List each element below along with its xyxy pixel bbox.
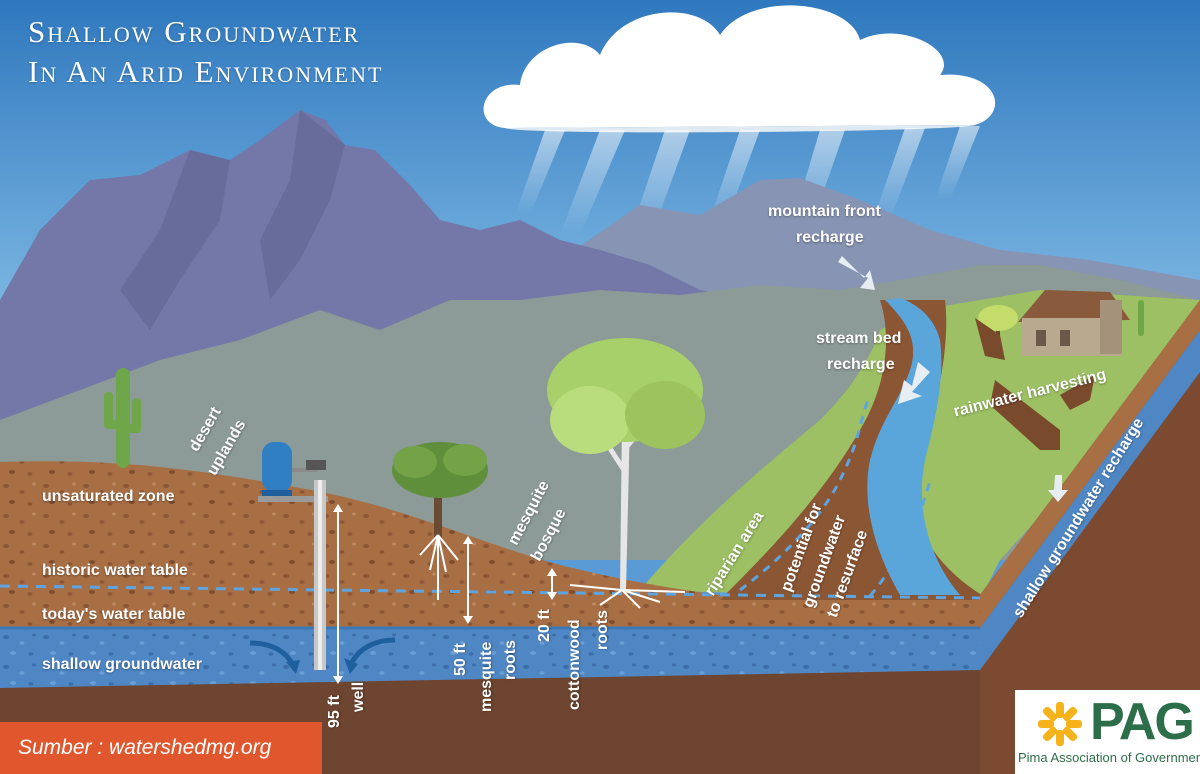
measurement-arrowheads (333, 504, 557, 684)
label-mesquite-roots-2: roots (502, 640, 519, 680)
label-cottonwood-depth: 20 ft (536, 609, 553, 642)
historic-water-table-line (0, 584, 981, 600)
mesquite-tree (392, 442, 488, 600)
label-cottonwood-roots-2: roots (594, 610, 611, 650)
side-top-edge (980, 300, 1200, 628)
label-mesquite-depth: 50 ft (452, 643, 469, 676)
house (1018, 290, 1130, 356)
title-line-2: In An Arid Environment (28, 54, 384, 89)
label-shallow-groundwater: shallow groundwater (42, 656, 203, 673)
label-well: well (350, 681, 367, 712)
stream (867, 298, 960, 595)
flow-arrowhead-right (344, 658, 358, 674)
label-stream-bed-recharge-2: recharge (827, 356, 895, 373)
saguaro-cactus (104, 368, 141, 468)
label-mountain-front-recharge-1: mountain front (768, 203, 881, 220)
label-mountain-front-recharge-2: recharge (796, 229, 864, 246)
label-mesquite-roots-1: mesquite (478, 641, 495, 712)
small-cactus (1138, 300, 1144, 336)
logo-name: Pima Association of Governments (1018, 750, 1200, 765)
flow-arrowhead-left (286, 660, 300, 674)
recharge-arrows (838, 256, 1068, 502)
sun-asterisk-icon (1038, 702, 1082, 746)
well (258, 442, 328, 670)
mountain-shadow (120, 110, 345, 330)
title-line-1: Shallow Groundwater (28, 14, 361, 49)
pag-logo (1015, 690, 1200, 774)
logo-mark: PAG (1090, 693, 1195, 751)
label-unsaturated-zone: unsaturated zone (42, 488, 175, 505)
label-well-depth: 95 ft (326, 695, 343, 728)
label-todays-water-table: today's water table (42, 606, 186, 623)
source-caption: Sumber : watershedmg.org (0, 722, 322, 774)
side-groundwater (980, 330, 1200, 670)
riparian-dashed-line (739, 399, 870, 592)
harvest-basins (975, 318, 1095, 450)
label-cottonwood-roots-1: cottonwood (566, 619, 583, 710)
riparian-dashed-line-2 (868, 479, 932, 597)
label-stream-bed-recharge-1: stream bed (816, 330, 902, 347)
cottonwood-tree (547, 338, 705, 609)
label-historic-water-table: historic water table (42, 562, 188, 579)
